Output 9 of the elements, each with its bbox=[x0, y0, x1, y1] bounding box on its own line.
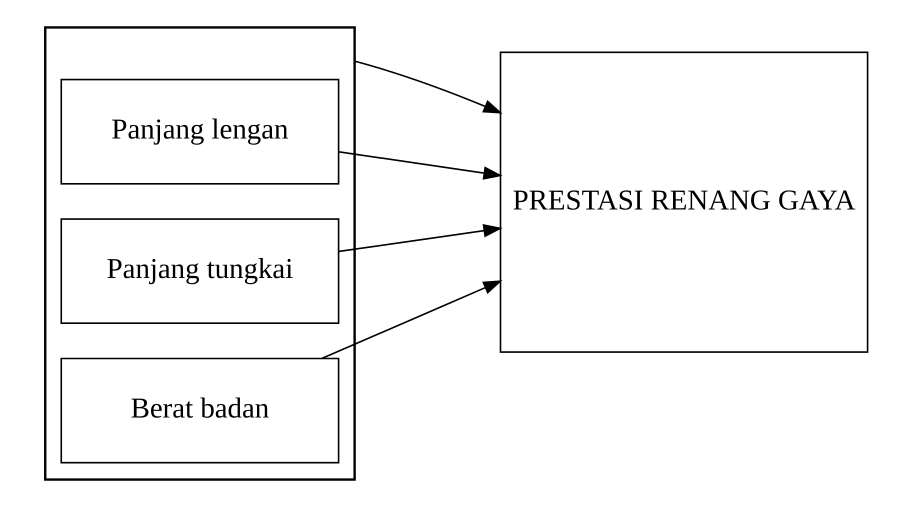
cluster bbox=[44, 26, 356, 481]
arrow bbox=[338, 224, 503, 252]
arrow bbox=[354, 60, 503, 114]
node-box: PRESTASI RENANG GAYA bbox=[500, 52, 868, 353]
node-box: Berat badan bbox=[60, 358, 340, 464]
arrow bbox=[338, 151, 503, 180]
node-box: Panjang lengan bbox=[60, 78, 340, 185]
arrow bbox=[322, 280, 502, 360]
node-box: Panjang tungkai bbox=[60, 218, 340, 324]
